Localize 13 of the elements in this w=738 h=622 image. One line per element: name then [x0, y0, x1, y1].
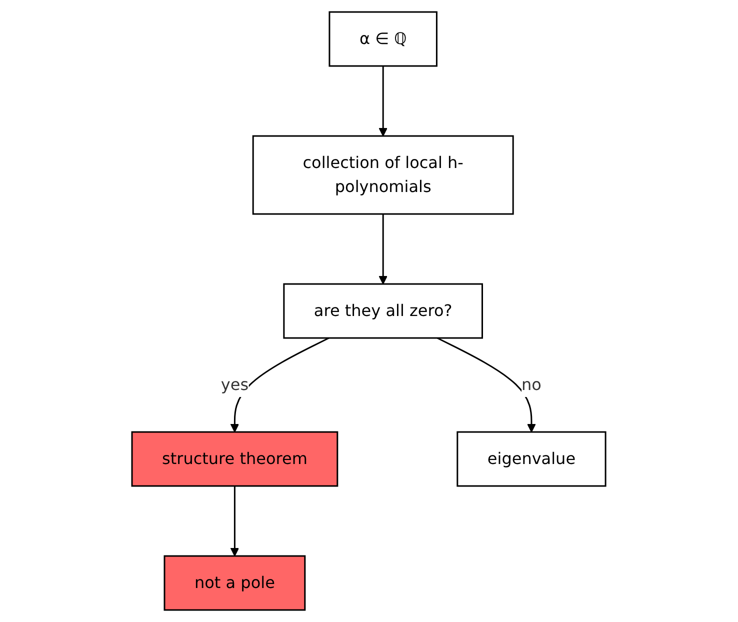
arrow	[437, 337, 536, 432]
node-box: structure theorem	[131, 431, 338, 487]
node-box: not a pole	[164, 555, 306, 611]
edge-label: yes	[221, 375, 249, 394]
node-box: collection of local h-polynomials	[252, 135, 514, 215]
node-box: are they all zero?	[283, 283, 484, 339]
node-box: α ∈ ℚ	[328, 11, 438, 67]
edge-label: no	[522, 375, 542, 394]
arrow	[378, 66, 388, 136]
arrow	[230, 486, 240, 556]
arrow	[230, 337, 330, 432]
node-box: eigenvalue	[456, 431, 607, 487]
arrow	[378, 214, 388, 284]
